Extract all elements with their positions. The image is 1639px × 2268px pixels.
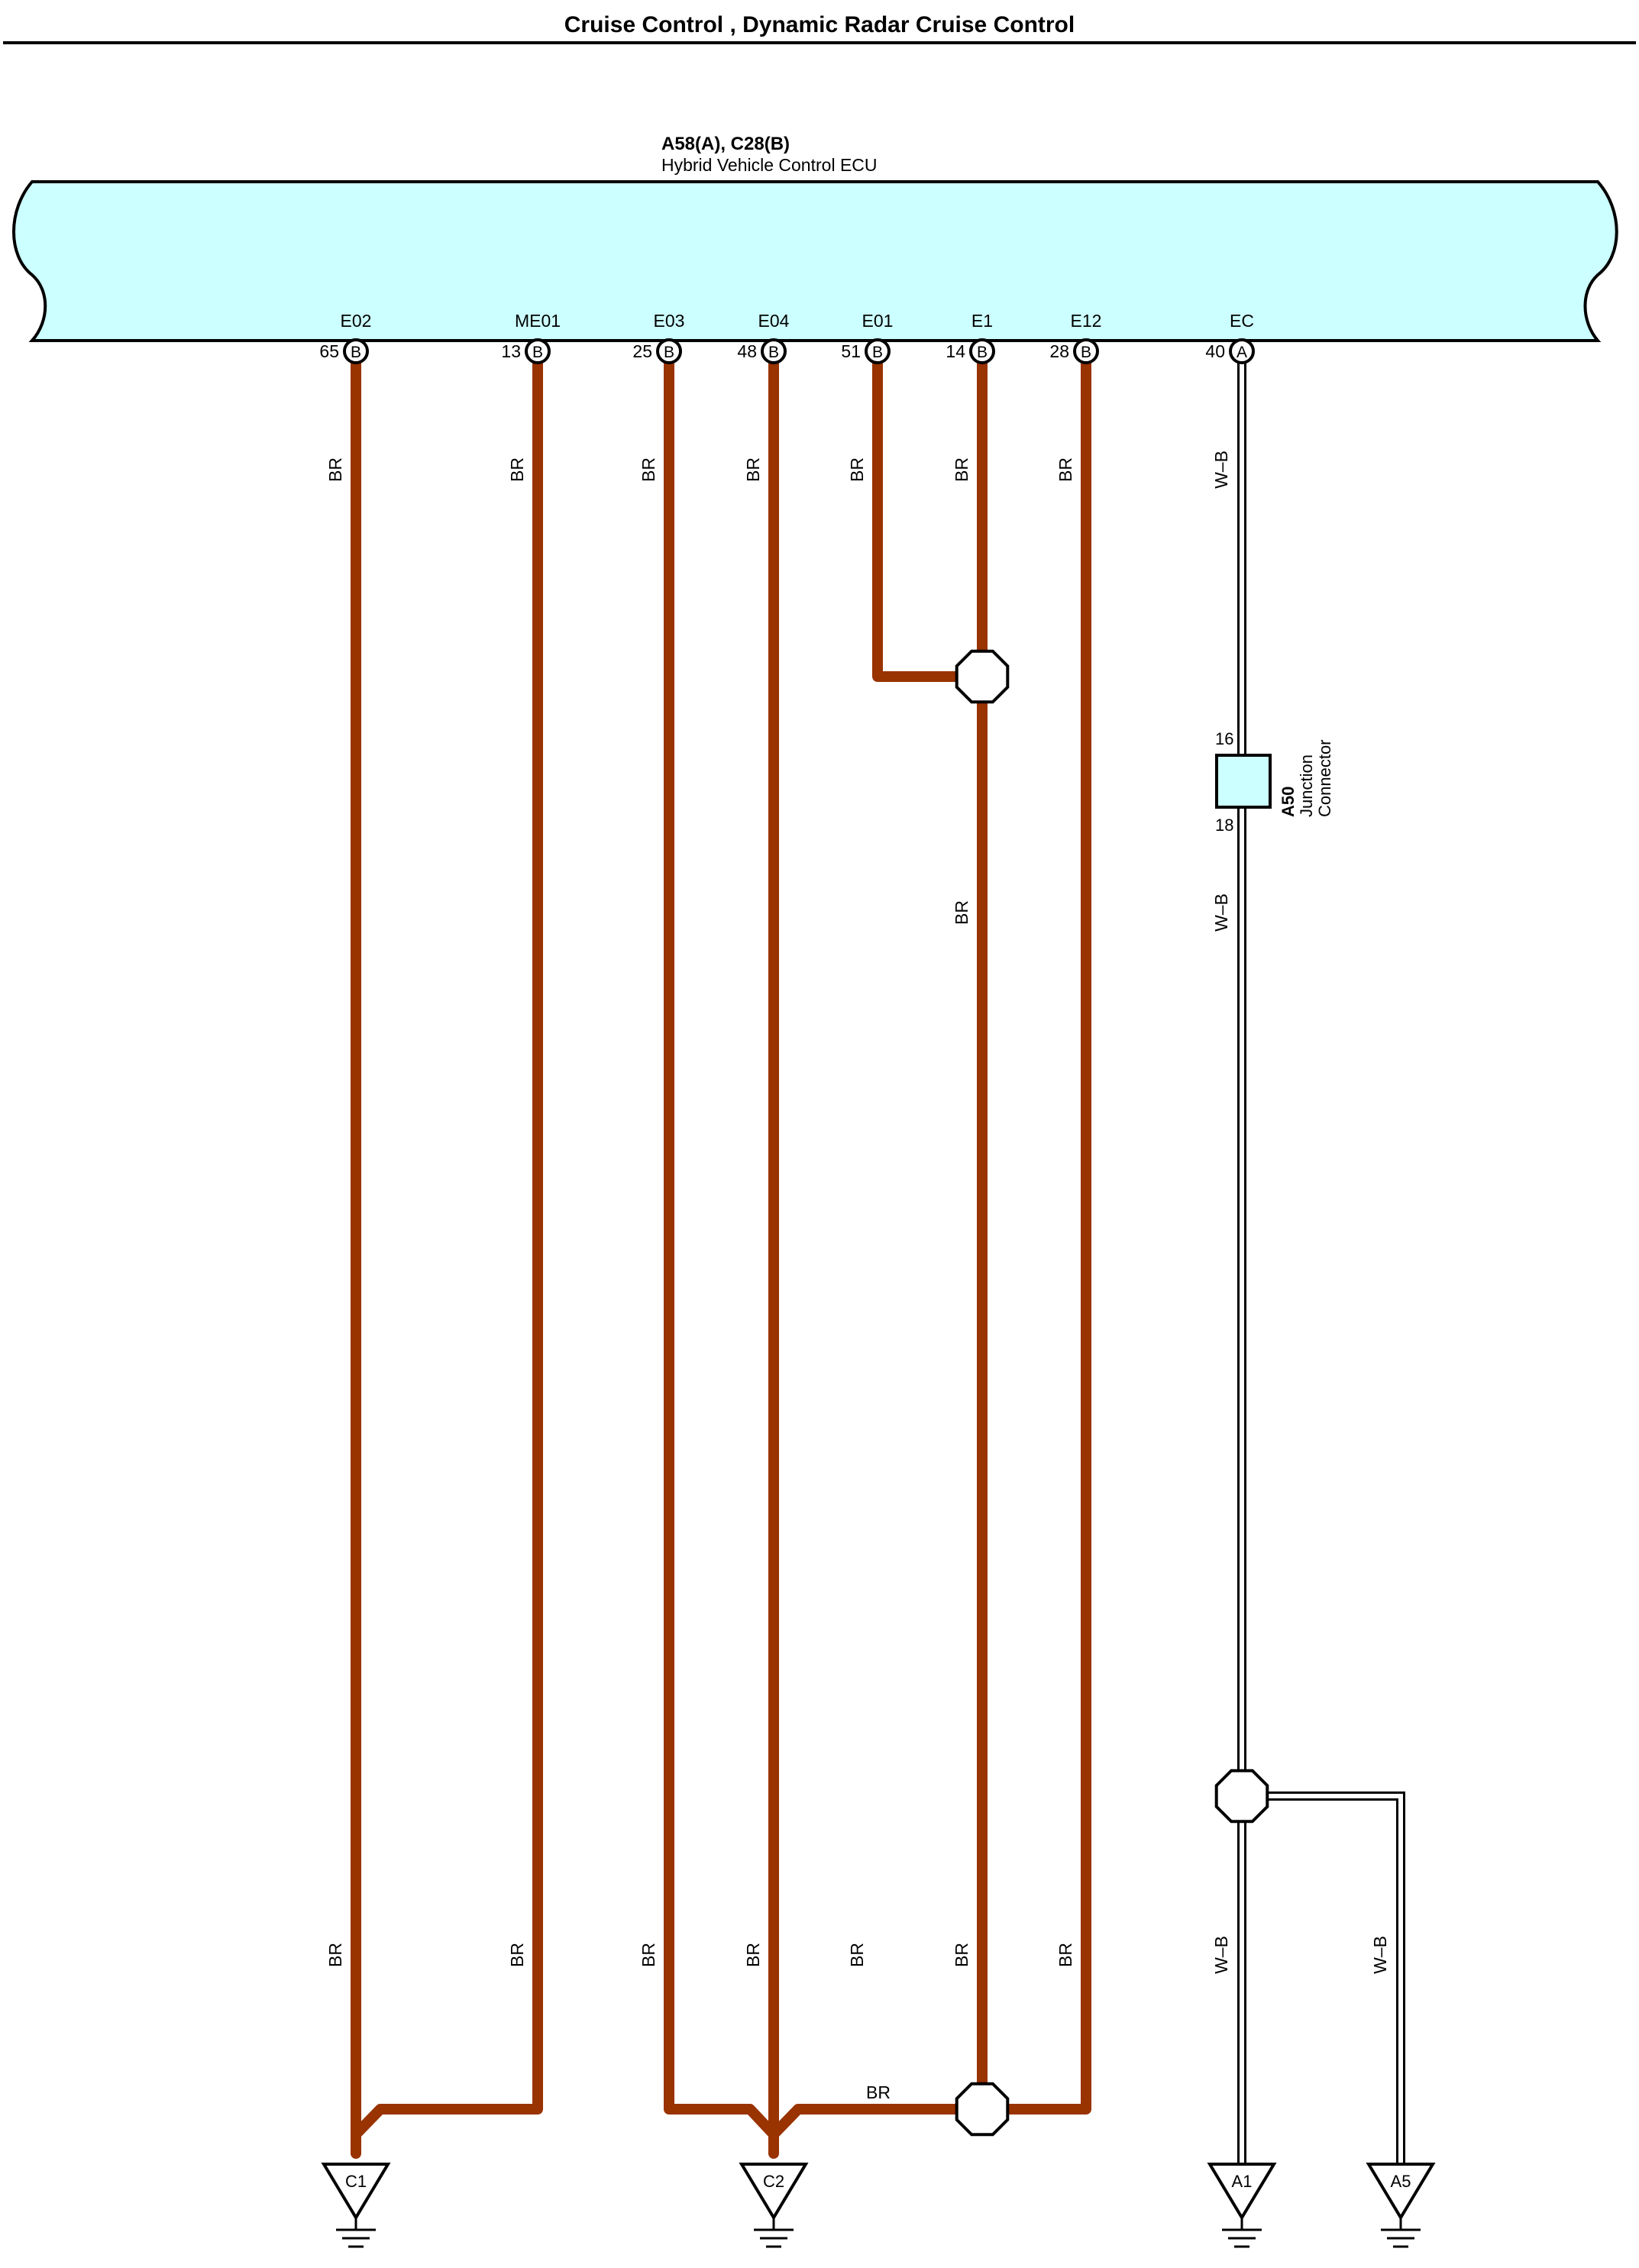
wire-e03 <box>664 346 779 2140</box>
pin-name: E01 <box>862 311 894 331</box>
pin-name: E1 <box>971 311 993 331</box>
wire-label-e04-bottom: BR <box>743 1943 763 1967</box>
junction-connector-a50: 16 18 A50 Junction Connector <box>1215 729 1334 835</box>
pin-name: E02 <box>341 311 372 331</box>
wire-label-a5: W–B <box>1370 1936 1390 1974</box>
pin-name: E12 <box>1071 311 1102 331</box>
ground-label: C2 <box>763 2172 784 2191</box>
pin-circle <box>1229 338 1255 364</box>
pin-circle <box>525 338 551 364</box>
ground-c1: C1 <box>321 2163 391 2248</box>
wire-label-a1: W–B <box>1211 1936 1231 1974</box>
pin-circle <box>761 338 787 364</box>
ground-label: A5 <box>1391 2172 1411 2191</box>
pin-connector-letter: B <box>977 344 988 361</box>
pin-circle <box>865 338 891 364</box>
pin-circle <box>1073 338 1099 364</box>
wire-label-e02-bottom: BR <box>325 1943 345 1967</box>
junction-connector-name-line2: Connector <box>1315 739 1334 817</box>
pin-connector-letter: B <box>768 344 779 361</box>
splice-e1-e01 <box>955 649 1010 704</box>
wire-label-ec-middle: W–B <box>1211 893 1231 932</box>
pin-number: 28 <box>1049 341 1069 361</box>
pin-connector-letter: B <box>532 344 543 361</box>
pin-number: 65 <box>319 341 339 361</box>
junction-connector-body <box>1215 754 1272 809</box>
wire-me01 <box>351 346 543 2140</box>
pin-name: EC <box>1230 311 1254 331</box>
pin-ec: EC A 40 <box>1205 311 1255 364</box>
ecu-box <box>12 180 1618 342</box>
junction-connector-pin-bottom: 18 <box>1215 816 1233 835</box>
ground-triangle <box>739 2163 809 2221</box>
junction-connector-name-line1: Junction <box>1297 754 1316 817</box>
wire-e12 <box>977 346 1091 2115</box>
wire-label-e12-top: BR <box>1055 457 1075 482</box>
pin-number: 40 <box>1205 341 1225 361</box>
wire-label-e01-bottom: BR <box>847 1943 867 1967</box>
wire-label-e03-top: BR <box>638 457 658 482</box>
ground-points: C1 C2 A1 A5 <box>321 2163 1436 2248</box>
wire-label-e03-bottom: BR <box>638 1943 658 1967</box>
page-title: Cruise Control , Dynamic Radar Cruise Co… <box>564 12 1075 37</box>
ground-triangle <box>321 2163 391 2221</box>
wire-c2-trunk <box>768 2104 988 2140</box>
ground-a1: A1 <box>1207 2163 1277 2248</box>
pin-circle <box>656 338 682 364</box>
wire-label-e04-top: BR <box>743 457 763 482</box>
junction-connector-code: A50 <box>1279 787 1298 817</box>
pin-name: E04 <box>758 311 790 331</box>
pin-connector-letter: B <box>872 344 883 361</box>
splice-ec <box>1214 1769 1269 1824</box>
pin-circle <box>969 338 995 364</box>
pin-name: E03 <box>654 311 685 331</box>
wire-label-e02-top: BR <box>325 457 345 482</box>
pin-connector-letter: A <box>1237 344 1247 361</box>
pin-number: 25 <box>632 341 652 361</box>
ground-label: A1 <box>1232 2172 1253 2191</box>
ecu-name: Hybrid Vehicle Control ECU <box>661 155 878 175</box>
wire-label-e1-middle: BR <box>952 900 971 925</box>
wire-label-ec-top: W–B <box>1211 451 1231 489</box>
wire-ec-a5 <box>1242 1791 1405 2167</box>
ground-label: C1 <box>345 2172 367 2191</box>
splice-e1-e12 <box>955 2082 1010 2137</box>
wire-label-me01-top: BR <box>507 457 527 482</box>
ground-triangle <box>1366 2163 1436 2221</box>
wire-label-e1-top: BR <box>952 457 971 482</box>
ground-triangle <box>1207 2163 1277 2221</box>
pin-circle <box>343 338 369 364</box>
pin-number: 13 <box>501 341 521 361</box>
wire-label-e12-bottom: BR <box>1055 1943 1075 1967</box>
ecu-connector-code: A58(A), C28(B) <box>661 134 790 154</box>
wires <box>351 346 1405 2167</box>
ground-a5: A5 <box>1366 2163 1436 2248</box>
wire-label-c2-trunk: BR <box>866 2082 891 2102</box>
ground-c2: C2 <box>739 2163 809 2248</box>
wire-label-me01-bottom: BR <box>507 1943 527 1967</box>
pin-connector-letter: B <box>1081 344 1091 361</box>
pin-e1: E1B 14 <box>946 311 995 364</box>
pin-name: ME01 <box>515 311 561 331</box>
pin-number: 51 <box>841 341 861 361</box>
pin-connector-letter: B <box>664 344 674 361</box>
junction-connector-pin-top: 16 <box>1215 729 1233 748</box>
wire-e01 <box>872 346 988 682</box>
splice-points <box>955 649 1269 2137</box>
wire-color-labels: BR BR BR BR BR BR BR BR BR BR BR BR BR BR BR W–B W–B W–B W… <box>325 451 1390 2102</box>
pin-connector-letter: B <box>351 344 361 361</box>
wire-label-e01-top: BR <box>847 457 867 482</box>
pin-number: 48 <box>737 341 757 361</box>
pin-number: 14 <box>946 341 965 361</box>
wire-label-e1-bottom: BR <box>952 1943 971 1967</box>
